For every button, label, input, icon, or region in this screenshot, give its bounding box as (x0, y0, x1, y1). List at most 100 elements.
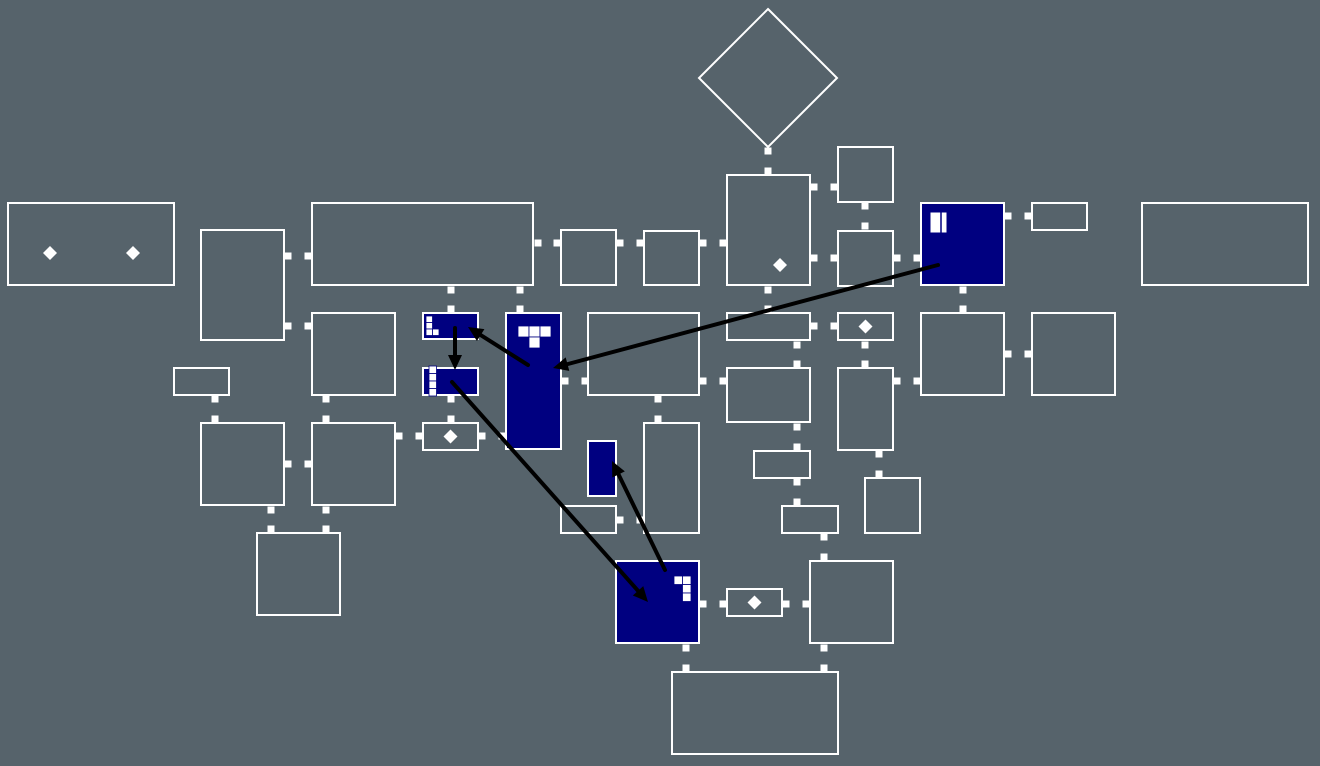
room-mid-small-blue-1[interactable] (422, 312, 479, 340)
door-connector (1004, 212, 1012, 220)
door-connector (893, 254, 901, 262)
door-connector (447, 415, 455, 423)
room-long-north[interactable] (311, 202, 534, 286)
door-connector (959, 286, 967, 294)
room-mid-1[interactable] (311, 312, 396, 396)
j-tetromino-icon (673, 575, 692, 602)
l-tetromino-icon (425, 315, 440, 336)
room-east-blue-large[interactable] (920, 202, 1005, 286)
door-connector (793, 443, 801, 451)
door-connector (304, 252, 312, 260)
room-east-far[interactable] (1141, 202, 1309, 286)
door-connector (830, 254, 838, 262)
door-connector (875, 450, 883, 458)
diamond-marker-icon (747, 595, 762, 610)
room-mid-6[interactable] (837, 367, 894, 451)
room-south-bottom[interactable] (671, 671, 839, 755)
door-connector (764, 286, 772, 294)
door-connector (267, 525, 275, 533)
diamond-marker-icon (858, 319, 873, 334)
room-east-small[interactable] (1031, 202, 1088, 231)
door-connector (719, 377, 727, 385)
door-connector (516, 305, 524, 313)
door-connector (447, 286, 455, 294)
door-connector (211, 415, 219, 423)
room-south-tall[interactable] (643, 422, 700, 534)
arrow-small-2-to-south (450, 380, 648, 602)
door-connector (764, 167, 772, 175)
door-connector (447, 305, 455, 313)
door-connector (534, 239, 542, 247)
door-connector (810, 183, 818, 191)
door-connector (875, 470, 883, 478)
door-connector (959, 305, 967, 313)
arrow-small-1-to-small-2 (448, 326, 462, 370)
room-tall-blue[interactable] (505, 312, 562, 450)
room-east-corridor-2[interactable] (643, 230, 700, 286)
door-connector (893, 377, 901, 385)
door-connector (699, 239, 707, 247)
room-south-small-1[interactable] (753, 450, 811, 479)
door-connector (616, 239, 624, 247)
door-connector (284, 322, 292, 330)
door-connector (830, 322, 838, 330)
room-southwest-1[interactable] (200, 422, 285, 506)
door-connector (810, 322, 818, 330)
arrows-layer (448, 263, 940, 602)
arrow-south-to-narrow (612, 461, 667, 572)
room-mid-4-diamond[interactable] (837, 312, 894, 341)
entrance-diamond-room[interactable] (697, 7, 839, 149)
room-southwest-3[interactable] (256, 532, 341, 616)
room-small-west[interactable] (173, 367, 230, 396)
room-east-4[interactable] (1031, 312, 1116, 396)
door-connector (284, 252, 292, 260)
door-connector (682, 644, 690, 652)
door-connector (793, 341, 801, 349)
room-east-corridor-1[interactable] (560, 229, 617, 286)
door-connector (861, 341, 869, 349)
door-connector (913, 377, 921, 385)
door-connector (719, 600, 727, 608)
room-top-1[interactable] (837, 146, 894, 203)
door-connector (284, 460, 292, 468)
door-connector (654, 395, 662, 403)
diamond-marker-icon (126, 246, 140, 260)
door-connector (861, 202, 869, 210)
door-connector (820, 644, 828, 652)
t-tetromino-icon (517, 325, 552, 349)
door-connector (211, 395, 219, 403)
door-connector (830, 183, 838, 191)
room-narrow-blue[interactable] (587, 440, 617, 497)
door-connector (616, 516, 624, 524)
door-connector (447, 395, 455, 403)
door-connector (820, 533, 828, 541)
room-south-small-4[interactable] (781, 505, 839, 534)
door-connector (699, 377, 707, 385)
door-connector (322, 415, 330, 423)
door-connector (782, 600, 790, 608)
room-mid-2[interactable] (587, 312, 700, 396)
room-mid-3[interactable] (726, 312, 811, 341)
room-south-small-3[interactable] (560, 505, 617, 534)
door-connector (304, 460, 312, 468)
room-west-1[interactable] (200, 229, 285, 341)
room-south-small-2[interactable] (864, 477, 921, 534)
door-connector (699, 600, 707, 608)
door-connector (764, 147, 772, 155)
door-connector (719, 239, 727, 247)
room-south-diamond[interactable] (726, 588, 783, 617)
room-south-blue[interactable] (615, 560, 700, 644)
room-east-3[interactable] (920, 312, 1005, 396)
room-mid-5[interactable] (726, 367, 811, 423)
door-connector (820, 553, 828, 561)
room-southwest-2[interactable] (311, 422, 396, 506)
room-mid-small-diamond[interactable] (422, 422, 479, 451)
door-connector (516, 286, 524, 294)
room-south-east[interactable] (809, 560, 894, 644)
door-connector (861, 222, 869, 230)
door-connector (802, 600, 810, 608)
room-west-far[interactable] (7, 202, 175, 286)
door-connector (322, 506, 330, 514)
room-central-tall[interactable] (726, 174, 811, 286)
